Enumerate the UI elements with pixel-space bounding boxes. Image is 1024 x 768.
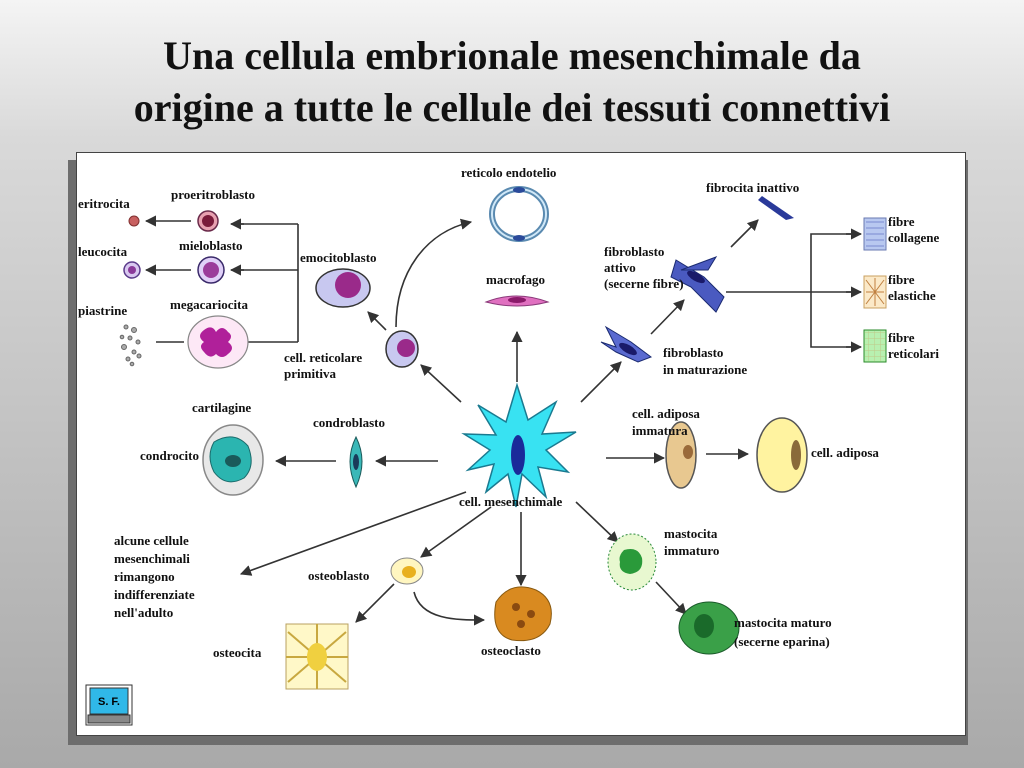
label-osteocita: osteocita	[213, 645, 262, 660]
cell-lineage-diagram: S. F. eritrocita proeritroblasto leucoci…	[78, 165, 939, 726]
label-fibroblasto-attivo-2: attivo	[604, 260, 636, 275]
osteocita-cell	[285, 623, 349, 690]
label-cell-reticolare-2: primitiva	[284, 366, 336, 381]
label-fibre-reticolari-2: reticolari	[888, 346, 939, 361]
fibre-reticolari-swatch	[863, 329, 887, 363]
label-megacariocita: megacariocita	[170, 297, 248, 312]
label-eritrocita: eritrocita	[78, 196, 130, 211]
label-osteoclasto: osteoclasto	[481, 643, 541, 658]
label-condroblasto: condroblasto	[313, 415, 385, 430]
label-cell-adiposa-immatura-1: cell. adiposa	[632, 406, 700, 421]
condroblasto-cell	[349, 435, 363, 489]
fibre-collagene-swatch	[863, 217, 887, 251]
label-fibre-collagene-2: collagene	[888, 230, 939, 245]
arrow-attivo-inattivo	[730, 219, 759, 248]
arrow-osteoblasto-osteoclasto	[413, 591, 486, 626]
piastrine-cells	[119, 324, 142, 367]
label-mieloblasto: mieloblasto	[179, 238, 243, 253]
label-fibroblasto-attivo-1: fibroblasto	[604, 244, 664, 259]
label-indiff-5: nell'adulto	[114, 605, 173, 620]
cartilagine-cell	[202, 424, 264, 496]
cell-adiposa-immatura-cell	[665, 421, 697, 489]
mastocita-maturo-cell	[678, 601, 740, 655]
title-line-1: Una cellula embrionale mesenchimale da	[163, 33, 861, 78]
label-cell-adiposa: cell. adiposa	[811, 445, 879, 460]
arrows	[144, 215, 863, 626]
label-fibre-elastiche-1: fibre	[888, 272, 915, 287]
arrow-mastocita-maturo	[655, 581, 687, 615]
sf-logo: S. F.	[85, 684, 133, 726]
arrow-reticolare-endotelio	[395, 218, 473, 328]
arrow-fibromat-attivo	[650, 299, 685, 335]
megacariocita-cell	[187, 315, 249, 369]
label-emocitoblasto: emocitoblasto	[300, 250, 377, 265]
label-indiff-2: mesenchimali	[114, 551, 190, 566]
labels: eritrocita proeritroblasto leucocita mie…	[78, 165, 939, 660]
arrow-osteoblasto-osteocita	[355, 583, 395, 623]
label-cartilagine: cartilagine	[192, 400, 251, 415]
mastocita-immaturo-cell	[607, 533, 657, 591]
label-fibre-elastiche-2: elastiche	[888, 288, 936, 303]
cell-reticolare-cell	[385, 330, 419, 368]
arrow-mes-osteoblasto	[420, 506, 492, 558]
eritrocita-cell	[128, 215, 140, 227]
arrow-mes-fibromat	[580, 361, 622, 403]
arrow-mes-reticolare	[420, 364, 462, 403]
cell-adiposa-cell	[756, 417, 808, 493]
fibroblasto-maturazione-cell	[600, 325, 653, 363]
label-fibrocita-inattivo: fibrocita inattivo	[706, 180, 799, 195]
logo-text: S. F.	[98, 696, 120, 708]
slide-title: Una cellula embrionale mesenchimale da o…	[0, 30, 1024, 134]
fibre-elastiche-swatch	[863, 275, 887, 309]
fibroblasto-attivo-cell	[670, 256, 725, 313]
reticolo-endotelio-cell	[489, 186, 549, 242]
emocitoblasto-cell	[315, 268, 371, 308]
arrow-mes-mastocita	[575, 501, 619, 543]
title-line-2: origine a tutte le cellule dei tessuti c…	[133, 85, 891, 130]
label-leucocita: leucocita	[78, 244, 128, 259]
label-fibroblasto-maturazione-1: fibroblasto	[663, 345, 723, 360]
label-osteoblasto: osteoblasto	[308, 568, 369, 583]
label-reticolo-endotelio: reticolo endotelio	[461, 165, 556, 180]
label-piastrine: piastrine	[78, 303, 127, 318]
label-indiff-3: rimangono	[114, 569, 175, 584]
osteoclasto-cell	[494, 586, 552, 642]
arrow-emocito-branch	[241, 223, 299, 343]
label-mastocita-immaturo-2: immaturo	[664, 543, 719, 558]
label-mastocita-maturo-1: mastocita maturo	[734, 615, 832, 630]
label-condrocito: condrocito	[140, 448, 199, 463]
label-fibroblasto-maturazione-2: in maturazione	[663, 362, 747, 377]
label-cell-mesenchimale: cell. mesenchimale	[459, 494, 562, 509]
osteoblasto-cell	[390, 557, 424, 585]
label-cell-reticolare-1: cell. reticolare	[284, 350, 362, 365]
fibrocita-inattivo-cell	[758, 196, 794, 220]
macrofago-cell	[484, 295, 550, 307]
label-mastocita-maturo-2: (secerne eparina)	[734, 634, 830, 649]
arrow-reticolare-emocito	[367, 311, 387, 331]
label-indiff-1: alcune cellule	[114, 533, 189, 548]
label-fibroblasto-attivo-3: (secerne fibre)	[604, 276, 684, 291]
label-fibre-reticolari-1: fibre	[888, 330, 915, 345]
arrow-mes-indiff	[239, 491, 467, 576]
label-proeritroblasto: proeritroblasto	[171, 187, 255, 202]
mesenchimal-cell	[461, 382, 577, 508]
label-macrofago: macrofago	[486, 272, 545, 287]
label-indiff-4: indifferenziate	[114, 587, 195, 602]
label-mastocita-immaturo-1: mastocita	[664, 526, 718, 541]
label-cell-adiposa-immatura-2: immatura	[632, 423, 688, 438]
label-fibre-collagene-1: fibre	[888, 214, 915, 229]
arrow-fibre-branch	[810, 233, 859, 348]
